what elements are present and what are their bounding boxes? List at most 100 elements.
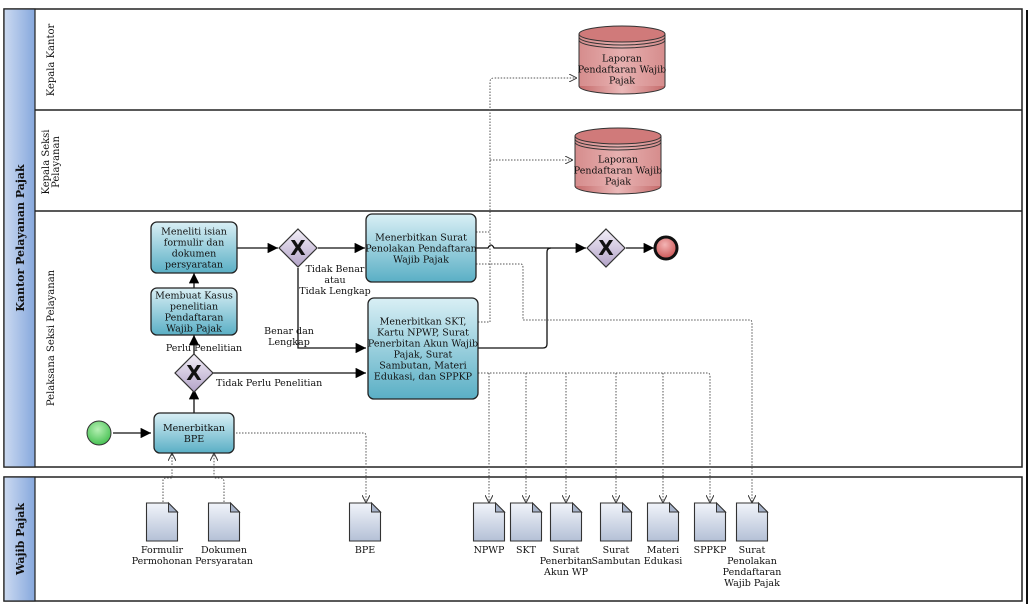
pool-header xyxy=(3,476,36,602)
task-box[interactable] xyxy=(150,287,238,336)
exclusive-x-icon: X xyxy=(186,361,202,385)
task-box[interactable] xyxy=(150,221,238,274)
text-line: Menerbitkan SKT, xyxy=(380,317,467,328)
assoc-formulir-to-bpe xyxy=(162,453,172,502)
task-box[interactable] xyxy=(153,412,235,454)
flow-skt-to-gateway3[interactable] xyxy=(478,247,552,349)
text-line: Laporan xyxy=(602,54,642,65)
text-line: Pajak, Surat xyxy=(394,350,453,361)
task-box[interactable] xyxy=(367,297,479,400)
lane-label-kepala-kantor: Kepala Kantor xyxy=(46,24,57,97)
document-label: Sambutan xyxy=(592,556,641,567)
label-tidak-perlu-penelitian: Tidak Perlu Penelitian xyxy=(216,378,322,389)
task-menerbitkan-skt[interactable]: Menerbitkan SKT,Kartu NPWP, SuratPenerbi… xyxy=(367,297,479,400)
svg-text:Benar dan: Benar dan xyxy=(264,326,314,337)
svg-text:Kepala Seksi: Kepala Seksi xyxy=(41,130,52,195)
gateway-diamond[interactable] xyxy=(278,228,318,268)
document-label: SPPKP xyxy=(694,545,727,556)
cylinder-top xyxy=(574,127,662,145)
task-membuat-kasus[interactable]: Membuat KasuspenelitianPendaftaranWajib … xyxy=(150,287,238,336)
cylinder-ring xyxy=(578,39,666,49)
document-label: Surat xyxy=(739,545,766,556)
end-event[interactable] xyxy=(653,235,679,261)
flow-benar-lengkap[interactable] xyxy=(297,268,366,354)
document-label: Persyaratan xyxy=(195,556,253,567)
associations xyxy=(162,78,752,503)
text-line: persyaratan xyxy=(165,260,223,271)
assoc-to-doc-penolakan xyxy=(476,263,752,503)
text-line: BPE xyxy=(184,434,204,445)
document-bpe[interactable]: BPE xyxy=(348,501,382,556)
text-line: Meneliti isian xyxy=(161,227,227,238)
text-line: Pendaftaran Wajib xyxy=(578,65,666,76)
document-npwp[interactable]: NPWP xyxy=(472,501,506,556)
gateway-kelengkapan[interactable]: X xyxy=(278,228,318,268)
text-line: Wajib Pajak xyxy=(393,255,449,266)
cylinder-ring xyxy=(578,36,666,46)
start-event[interactable] xyxy=(86,420,112,446)
text-line: Laporan xyxy=(598,155,638,166)
page-fold-icon xyxy=(716,501,727,513)
text-line: Kartu NPWP, Surat xyxy=(377,328,469,339)
text-line: Pendaftaran Wajib xyxy=(574,166,662,177)
document-label: BPE xyxy=(355,545,375,556)
assoc-to-doc-sppkp xyxy=(478,372,710,503)
document-label: Dokumen xyxy=(201,545,247,556)
flow-penolakan-to-gateway3[interactable] xyxy=(476,242,586,254)
svg-text:Tidak Benar: Tidak Benar xyxy=(306,264,365,275)
pool-label: Wajib Pajak xyxy=(14,503,27,576)
page-fold-icon xyxy=(572,501,583,513)
label-perlu-penelitian: Perlu Penelitian xyxy=(166,343,242,354)
gateway-merge[interactable]: X xyxy=(586,228,626,268)
text-line: penelitian xyxy=(170,302,218,313)
document-label: Surat xyxy=(603,545,630,556)
text-line: Wajib Pajak xyxy=(166,324,222,335)
document-label: Wajib Pajak xyxy=(724,578,780,589)
document-label: Permohonan xyxy=(132,556,193,567)
text-line: Menerbitkan Surat xyxy=(375,233,467,244)
svg-text:atau: atau xyxy=(324,275,345,286)
document-sppkp[interactable]: SPPKP xyxy=(694,501,727,556)
label-tidak-benar: Tidak Benar atau Tidak Lengkap xyxy=(299,264,371,297)
cylinder-ring xyxy=(574,138,662,148)
text-line: dokumen xyxy=(172,249,216,260)
page-fold-icon xyxy=(168,501,179,513)
svg-text:Pelayanan: Pelayanan xyxy=(51,136,62,188)
cylinder-top xyxy=(578,25,666,43)
text-line: Edukasi, dan SPPKP xyxy=(374,372,473,383)
document-skt[interactable]: SKT xyxy=(509,501,543,556)
svg-text:Lengkap: Lengkap xyxy=(268,337,310,348)
sequence-flows xyxy=(113,242,654,439)
document-label: Akun WP xyxy=(543,567,589,578)
gateway-perlu-penelitian[interactable]: X xyxy=(174,353,214,393)
gateway-diamond[interactable] xyxy=(586,228,626,268)
label-benar-lengkap: Benar dan Lengkap xyxy=(264,326,314,348)
page-fold-icon xyxy=(669,501,680,513)
page-fold-icon xyxy=(495,501,506,513)
document-label: Formulir xyxy=(141,545,184,556)
document-label: Materi xyxy=(647,545,679,556)
page-fold-icon xyxy=(230,501,241,513)
text-line: Menerbitkan xyxy=(163,423,225,434)
document-label: SKT xyxy=(516,545,537,556)
document-label: Surat xyxy=(553,545,580,556)
task-box[interactable] xyxy=(365,213,477,283)
svg-text:Tidak Lengkap: Tidak Lengkap xyxy=(299,286,371,297)
gateway-diamond[interactable] xyxy=(174,353,214,393)
lane-label-pelaksana: Pelaksana Seksi Pelayanan xyxy=(46,269,57,406)
text-line: formulir dan xyxy=(164,238,224,249)
